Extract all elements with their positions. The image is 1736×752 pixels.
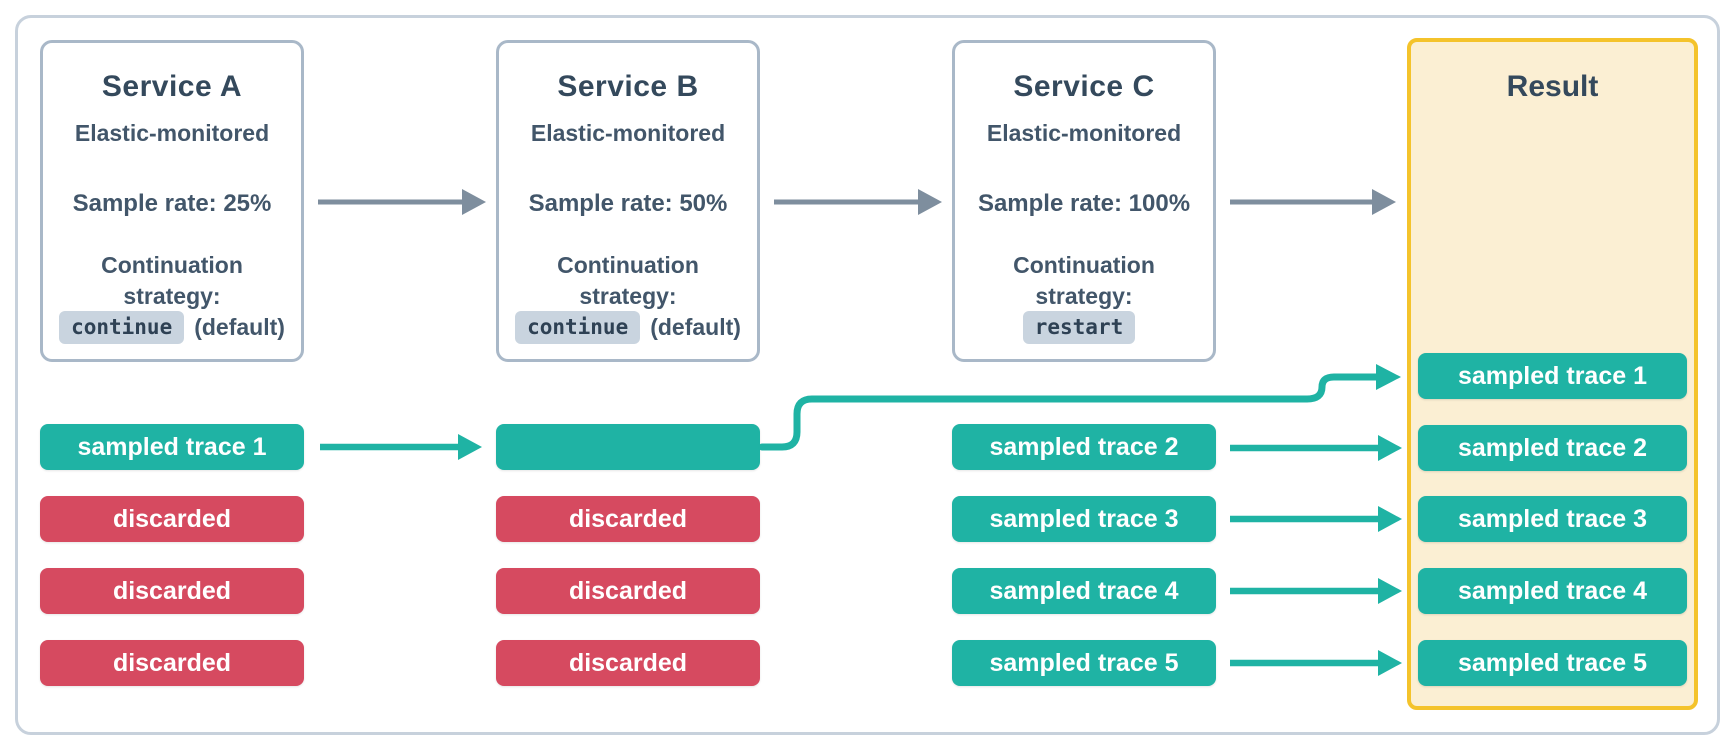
service-a-strategy-suffix: (default) bbox=[194, 313, 285, 340]
service-c-title: Service C bbox=[1013, 70, 1155, 103]
continuation-line2: strategy: bbox=[1035, 283, 1133, 309]
trace-cell-b4: discarded bbox=[496, 640, 760, 686]
trace-cell-b3: discarded bbox=[496, 568, 760, 614]
service-a-strategy-chip: continue bbox=[59, 310, 185, 344]
trace-cell-b2: discarded bbox=[496, 496, 760, 542]
service-b-box: Service B Elastic-monitored Sample rate:… bbox=[496, 40, 760, 362]
diagram-outer-frame bbox=[15, 15, 1720, 735]
continuation-line2: strategy: bbox=[123, 283, 221, 309]
result-row-3: sampled trace 3 bbox=[1418, 496, 1687, 542]
service-b-strategy-row: continue (default) bbox=[499, 307, 757, 347]
service-a-strategy-row: continue (default) bbox=[43, 307, 301, 347]
service-a-continuation-label: Continuation strategy: bbox=[43, 250, 301, 312]
service-b-sample-rate: Sample rate: 50% bbox=[528, 190, 728, 217]
service-b-monitoring: Elastic-monitored bbox=[530, 120, 726, 146]
service-b-continuation-label: Continuation strategy: bbox=[499, 250, 757, 312]
continuation-line1: Continuation bbox=[1013, 252, 1155, 278]
service-c-box: Service C Elastic-monitored Sample rate:… bbox=[952, 40, 1216, 362]
service-c-strategy-row: restart bbox=[955, 307, 1213, 347]
service-c-strategy-chip: restart bbox=[1022, 310, 1136, 344]
service-a-title: Service A bbox=[101, 70, 243, 103]
trace-cell-c1: sampled trace 2 bbox=[952, 424, 1216, 470]
service-b-strategy-suffix: (default) bbox=[650, 313, 741, 340]
continuation-line2: strategy: bbox=[579, 283, 677, 309]
result-title: Result bbox=[1506, 70, 1599, 103]
trace-cell-c3: sampled trace 4 bbox=[952, 568, 1216, 614]
result-row-1: sampled trace 1 bbox=[1418, 353, 1687, 399]
result-box: Result sampled trace 1 sampled trace 2 s… bbox=[1407, 38, 1698, 710]
trace-cell-c4: sampled trace 5 bbox=[952, 640, 1216, 686]
service-a-box: Service A Elastic-monitored Sample rate:… bbox=[40, 40, 304, 362]
service-a-monitoring: Elastic-monitored bbox=[74, 120, 270, 146]
continuation-line1: Continuation bbox=[101, 252, 243, 278]
trace-cell-a4: discarded bbox=[40, 640, 304, 686]
result-row-2: sampled trace 2 bbox=[1418, 425, 1687, 471]
service-c-continuation-label: Continuation strategy: bbox=[955, 250, 1213, 312]
continuation-line1: Continuation bbox=[557, 252, 699, 278]
trace-cell-c2: sampled trace 3 bbox=[952, 496, 1216, 542]
service-a-sample-rate: Sample rate: 25% bbox=[72, 190, 272, 217]
service-c-monitoring: Elastic-monitored bbox=[986, 120, 1182, 146]
result-row-5: sampled trace 5 bbox=[1418, 640, 1687, 686]
service-b-title: Service B bbox=[557, 70, 699, 103]
trace-cell-b1 bbox=[496, 424, 760, 470]
result-row-4: sampled trace 4 bbox=[1418, 568, 1687, 614]
trace-cell-a1: sampled trace 1 bbox=[40, 424, 304, 470]
service-c-sample-rate: Sample rate: 100% bbox=[977, 190, 1191, 217]
trace-cell-a2: discarded bbox=[40, 496, 304, 542]
trace-cell-a3: discarded bbox=[40, 568, 304, 614]
service-b-strategy-chip: continue bbox=[515, 310, 641, 344]
